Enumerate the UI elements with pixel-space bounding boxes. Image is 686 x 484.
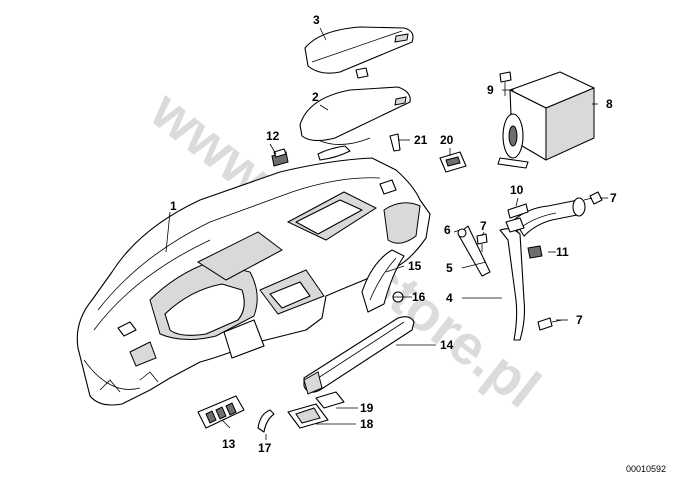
part-21-clip <box>389 133 401 152</box>
reference-number: 00010592 <box>626 464 666 474</box>
callout-6: 6 <box>444 223 451 237</box>
part-20-holder <box>439 151 467 173</box>
part-13-vent <box>197 395 245 429</box>
callout-12: 12 <box>266 129 280 143</box>
callout-18: 18 <box>360 417 374 431</box>
part-19-pad <box>315 391 345 409</box>
part-7-screw-top <box>583 191 603 205</box>
part-10-clip <box>507 203 529 219</box>
callout-8: 8 <box>606 97 613 111</box>
callout-19: 19 <box>360 401 374 415</box>
callout-10: 10 <box>510 183 524 197</box>
part-15-trim <box>361 249 405 313</box>
leader-lines <box>165 27 608 440</box>
callout-13: 13 <box>222 437 236 451</box>
part-4-duct <box>499 197 586 341</box>
callout-7-mid: 7 <box>480 219 487 233</box>
callout-17: 17 <box>258 441 272 455</box>
callout-7-bottom: 7 <box>576 313 583 327</box>
part-16-clip <box>392 291 404 303</box>
callout-21: 21 <box>414 133 428 147</box>
part-18-pad <box>287 403 329 429</box>
part-11-clip <box>527 245 543 259</box>
part-2-tray <box>299 86 411 161</box>
part-8-box <box>497 71 595 169</box>
callout-1: 1 <box>170 199 177 213</box>
callouts: 1 2 3 4 5 6 7 7 7 8 9 10 11 12 13 14 15 … <box>170 13 617 455</box>
callout-16: 16 <box>412 290 426 304</box>
part-14-panel <box>303 316 415 395</box>
callout-3: 3 <box>313 13 320 27</box>
part-9-screw <box>499 71 512 96</box>
part-17-trim <box>257 409 275 433</box>
part-6-screw <box>457 228 467 238</box>
callout-2: 2 <box>312 90 319 104</box>
callout-5: 5 <box>446 261 453 275</box>
part-3-cover <box>304 26 414 79</box>
callout-4: 4 <box>446 291 453 305</box>
callout-14: 14 <box>440 338 454 352</box>
callout-9: 9 <box>487 83 494 97</box>
callout-20: 20 <box>440 133 454 147</box>
callout-7-top: 7 <box>610 191 617 205</box>
callout-11: 11 <box>556 245 569 259</box>
callout-15: 15 <box>408 259 422 273</box>
part-1-dashboard <box>76 157 431 406</box>
part-12-clip <box>271 148 289 167</box>
part-5-bracket <box>457 225 491 277</box>
